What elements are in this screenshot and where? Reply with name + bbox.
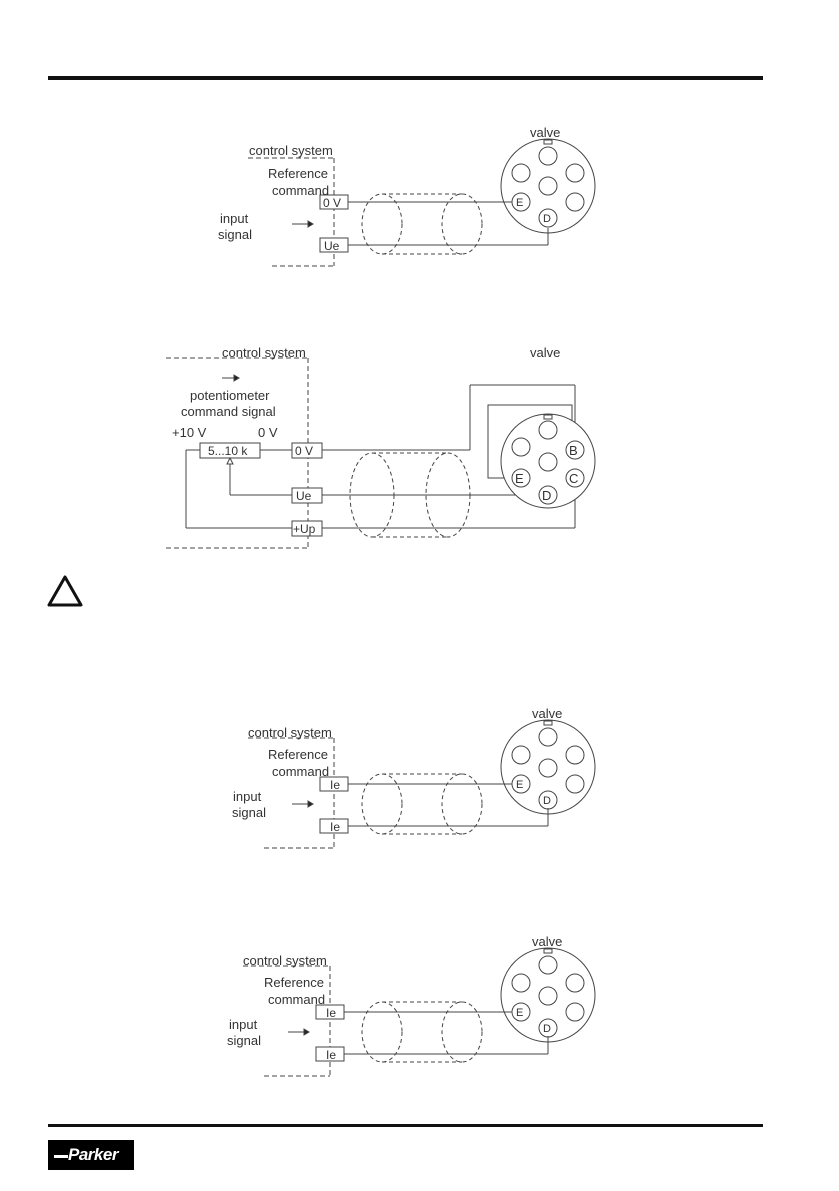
logo-text: Parker	[68, 1145, 118, 1165]
control-system-label: control system	[249, 143, 333, 158]
terminal-ie-bottom: Ie	[330, 820, 340, 834]
pin-c: C	[569, 471, 578, 486]
footer-rule	[48, 1124, 763, 1127]
valve-label: valve	[532, 934, 562, 949]
resistor-label: 5...10 k	[208, 444, 248, 458]
terminal-up: +Up	[293, 522, 316, 536]
terminal-ie-bottom: Ie	[326, 1048, 336, 1062]
terminal-0v: 0 V	[295, 444, 313, 458]
valve-label: valve	[530, 125, 560, 140]
terminal-0v: 0 V	[323, 196, 341, 210]
pin-d: D	[542, 488, 551, 503]
wiring-diagram-1: control system Reference command input s…	[0, 120, 839, 280]
pin-d: D	[543, 795, 551, 807]
valve-label: valve	[532, 706, 562, 721]
pin-d: D	[543, 213, 551, 225]
pin-e: E	[516, 1007, 523, 1019]
logo-dash	[54, 1155, 68, 1158]
control-system-label: control system	[222, 345, 306, 360]
terminal-ie-top: Ie	[326, 1006, 336, 1020]
pin-d: D	[543, 1023, 551, 1035]
signal-label: signal	[227, 1033, 261, 1048]
reference-label: Reference	[268, 747, 328, 762]
pin-e: E	[515, 471, 524, 486]
terminal-ue: Ue	[296, 489, 312, 503]
command-label: command	[268, 992, 325, 1007]
wiring-diagram-2: control system valve potentiometer comma…	[0, 330, 839, 560]
potentiometer-label: potentiometer	[190, 388, 270, 403]
zero-v-label: 0 V	[258, 425, 278, 440]
control-system-label: control system	[243, 953, 327, 968]
parker-logo: Parker	[48, 1140, 134, 1170]
command-signal-label: command signal	[181, 404, 276, 419]
signal-label: signal	[218, 227, 252, 242]
wiring-diagram-3: control system Reference command input s…	[0, 700, 839, 860]
signal-label: signal	[232, 805, 266, 820]
pin-e: E	[516, 779, 523, 791]
command-label: command	[272, 764, 329, 779]
valve-label: valve	[530, 345, 560, 360]
terminal-ue: Ue	[324, 239, 340, 253]
pin-b: B	[569, 443, 578, 458]
input-label: input	[229, 1017, 258, 1032]
terminal-ie-top: Ie	[330, 778, 340, 792]
plus-10v-label: +10 V	[172, 425, 207, 440]
control-system-label: control system	[248, 725, 332, 740]
warning-icon	[46, 574, 84, 608]
input-label: input	[220, 211, 249, 226]
command-label: command	[272, 183, 329, 198]
wiring-diagram-4: control system Reference command input s…	[0, 928, 839, 1088]
pin-e: E	[516, 197, 523, 209]
reference-label: Reference	[268, 166, 328, 181]
header-rule	[48, 76, 763, 80]
reference-label: Reference	[264, 975, 324, 990]
input-label: input	[233, 789, 262, 804]
